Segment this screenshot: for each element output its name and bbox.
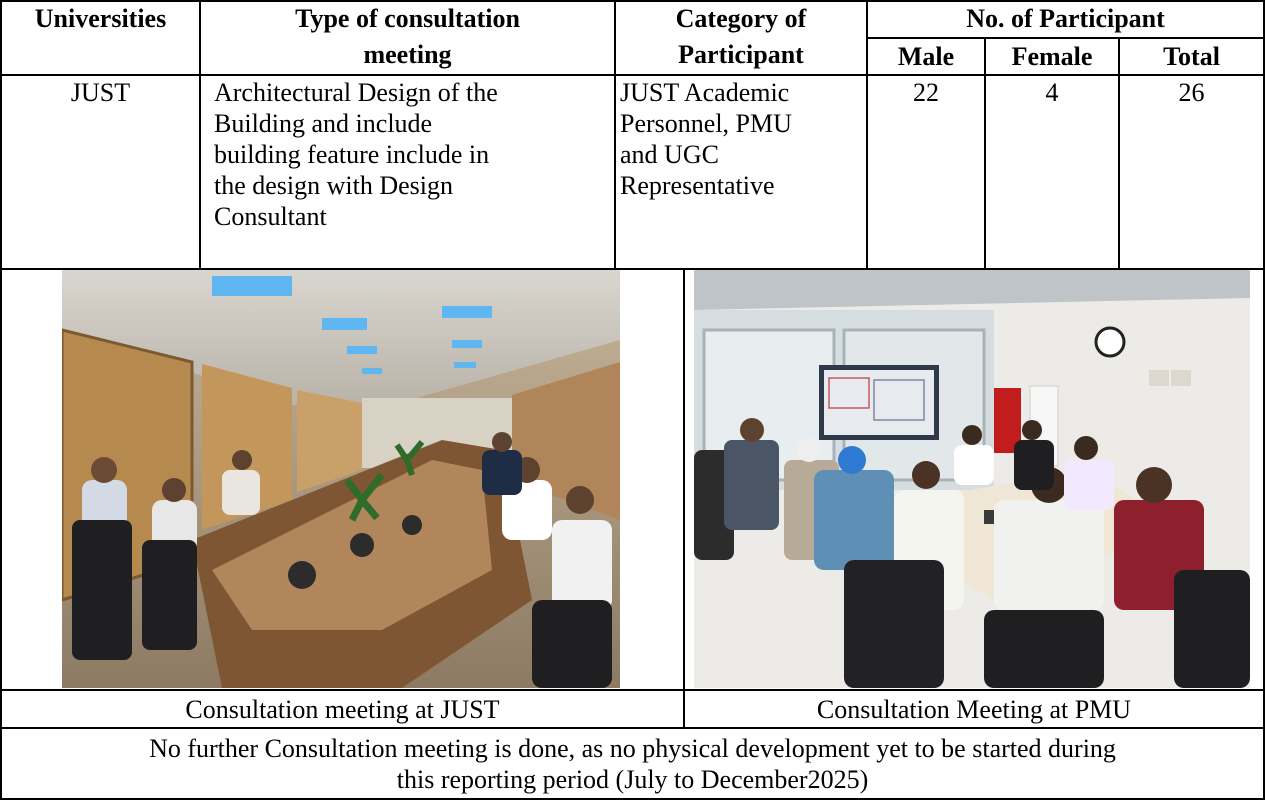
header-bottom-rule: [0, 74, 1265, 76]
col-divider-4: [984, 37, 986, 269]
meeting-type-line: the design with Design: [214, 171, 454, 200]
cell-meeting-type: Architectural Design of the Building and…: [214, 77, 612, 232]
table-border-top: [0, 0, 1265, 2]
photo-col-divider: [683, 268, 685, 728]
header-total: Total: [1163, 42, 1220, 71]
cell-total-count: 26: [1178, 78, 1205, 107]
meeting-type-line: Building and include: [214, 109, 433, 138]
col-divider-3: [866, 0, 868, 269]
header-participants: No. of Participant: [966, 4, 1165, 33]
table-border-left: [0, 0, 2, 800]
cell-participant-category: JUST Academic Personnel, PMU and UGC Rep…: [620, 77, 864, 201]
caption-row-bottom-rule: [0, 727, 1265, 729]
meeting-type-line: Architectural Design of the: [214, 78, 498, 107]
header-female: Female: [1011, 42, 1093, 71]
caption-pmu: Consultation Meeting at PMU: [816, 695, 1132, 724]
category-line: Representative: [620, 171, 775, 200]
cell-female-count: 4: [1045, 78, 1059, 107]
caption-just: Consultation meeting at JUST: [185, 695, 500, 724]
category-line: Personnel, PMU: [620, 109, 792, 138]
cell-male-count: 22: [913, 78, 939, 107]
header-type-line1: Type of consultation: [295, 4, 520, 33]
col-divider-2: [614, 0, 616, 269]
photo-just-meeting: [62, 270, 620, 688]
header-universities: Universities: [34, 4, 167, 33]
footer-note-line1: No further Consultation meeting is done,…: [149, 734, 1116, 763]
photo-row-bottom-rule: [0, 689, 1265, 691]
header-male: Male: [897, 42, 955, 71]
table-border-bottom: [0, 798, 1265, 800]
col-divider-5: [1118, 37, 1120, 269]
participant-subheader-divider: [866, 37, 1265, 39]
data-row-bottom-rule: [0, 268, 1265, 270]
category-line: JUST Academic: [620, 78, 790, 107]
cell-university: JUST: [70, 78, 131, 107]
header-category-line2: Participant: [678, 40, 804, 69]
meeting-type-line: building feature include in: [214, 140, 490, 169]
header-category-line1: Category of: [675, 4, 807, 33]
meeting-type-line: Consultant: [214, 202, 327, 231]
photo-pmu-meeting: [694, 270, 1250, 688]
footer-note-line2: this reporting period (July to December2…: [396, 765, 869, 794]
header-type-line2: meeting: [363, 40, 452, 69]
category-line: and UGC: [620, 140, 719, 169]
table-border-right: [1263, 0, 1265, 800]
col-divider-1: [199, 0, 201, 269]
